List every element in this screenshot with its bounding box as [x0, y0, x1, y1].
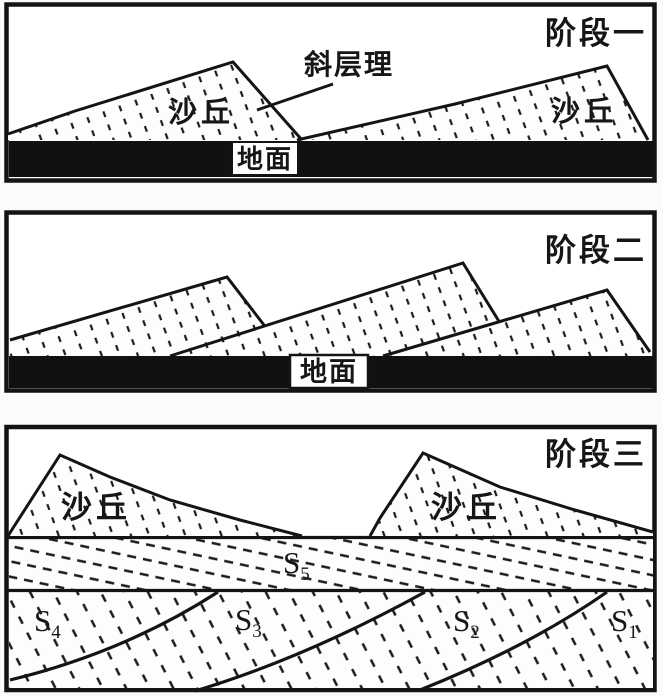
panel-2-dune-1: [9, 275, 266, 356]
stratum-label-s2: S2: [453, 603, 480, 643]
s1-base: S: [611, 603, 628, 638]
panel-2-dune-2: [169, 261, 502, 358]
panel-3-right-dune-label: 沙丘: [431, 490, 501, 525]
s2-sub: 2: [470, 622, 480, 643]
panel-2-dune-3: [382, 288, 652, 358]
stage-three-label: 阶段三: [545, 437, 647, 472]
boundary-s2-s1: [419, 590, 608, 692]
panel-stage-1: 地面 阶段一 斜层理 沙丘 沙丘: [4, 2, 657, 183]
panel-1-left-dune: [7, 60, 304, 141]
panel-3-right-dune: [368, 451, 654, 537]
stage-one-label: 阶段一: [545, 16, 647, 51]
s3-sub: 3: [252, 621, 262, 642]
panel-3-left-dune-label: 沙丘: [61, 490, 131, 525]
panel-1-left-dune-label: 沙丘: [168, 96, 234, 129]
s4-base: S: [34, 603, 51, 638]
panel-1-ground-label-box: [231, 141, 299, 176]
stratum-label-s3: S3: [235, 602, 262, 642]
panel-stage-3: 阶段三 沙丘 沙丘 S5 S4 S3 S2 S1: [4, 424, 657, 693]
panel-2-ground-label-box: [288, 353, 370, 390]
panel-stage-2: 地面 阶段二: [4, 210, 657, 393]
panel-1-ground-strip: [9, 141, 653, 177]
panel-2-ground-label: 地面: [300, 357, 358, 387]
panel-3-lower-band: [9, 592, 653, 688]
s5-base: S: [283, 545, 300, 580]
stage-two-label: 阶段二: [545, 233, 647, 268]
panel-3-left-dune: [6, 453, 303, 538]
s2-base: S: [453, 603, 470, 638]
cross-bedding-label: 斜层理: [304, 49, 394, 80]
panel-1-right-dune-label: 沙丘: [551, 95, 617, 128]
s4-sub: 4: [51, 622, 61, 643]
s1-sub: 1: [628, 622, 638, 643]
stratum-label-s1: S1: [611, 603, 638, 643]
boundary-s3-s2: [194, 590, 426, 693]
boundary-s4-s3: [9, 590, 219, 682]
panel-1-ground-label: 地面: [237, 144, 293, 174]
s5-sub: 5: [300, 564, 310, 585]
panel-1-right-dune: [296, 64, 650, 142]
stratum-label-s4: S4: [34, 603, 61, 643]
stratum-label-s5: S5: [283, 545, 310, 585]
s3-base: S: [235, 602, 252, 637]
panel-3-s5-band: [9, 539, 653, 590]
cross-bedding-pointer-line: [256, 82, 334, 112]
